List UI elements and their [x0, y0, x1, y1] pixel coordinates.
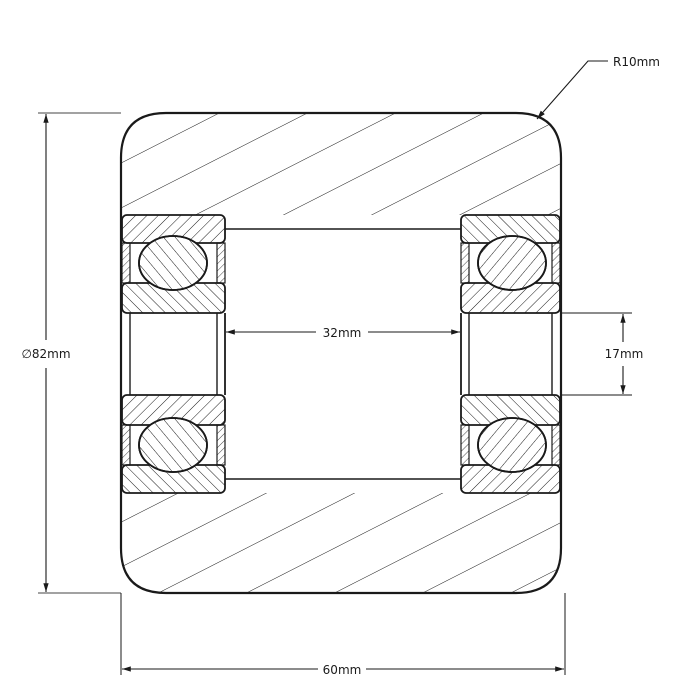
left-spacer	[129, 313, 226, 395]
right-bearing-top	[460, 214, 561, 314]
dimension-bearing-bore: 17mm	[561, 312, 644, 396]
left-bearing-top	[121, 214, 226, 314]
bearing-bore-label: 17mm	[605, 347, 644, 361]
dimension-outer-diameter: ∅82mm	[14, 112, 121, 594]
outer-diameter-label: ∅82mm	[21, 347, 70, 361]
right-spacer	[460, 313, 553, 395]
dimension-total-width: 60mm	[120, 593, 566, 677]
corner-radius-label: R10mm	[613, 55, 660, 69]
dimension-bore-width: 32mm	[226, 326, 460, 340]
bore-width-label: 32mm	[323, 326, 362, 340]
left-bearing-bottom	[121, 394, 226, 494]
right-bearing-bottom	[460, 394, 561, 494]
dimension-corner-radius: R10mm	[536, 55, 660, 120]
roller-body	[119, 111, 563, 595]
total-width-label: 60mm	[323, 663, 362, 677]
